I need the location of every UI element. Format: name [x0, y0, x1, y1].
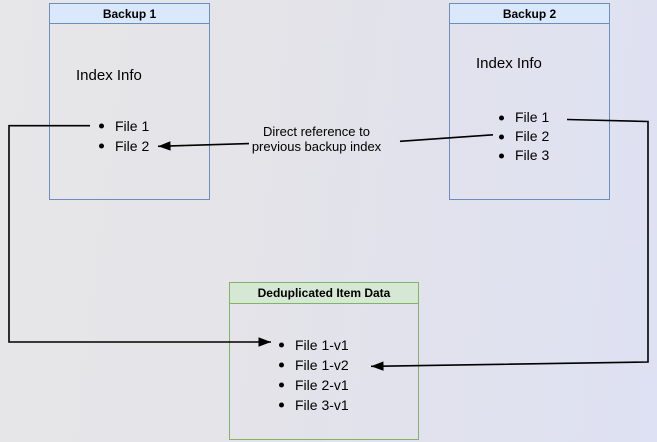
backup2-file-list: File 1 File 2 File 3 — [499, 108, 549, 165]
list-item: File 3-v1 — [279, 395, 349, 415]
backup1-title: Backup 1 — [50, 4, 209, 24]
list-item: File 2 — [499, 127, 549, 146]
backup2-node: Backup 2 Index Info File 1 File 2 File 3 — [449, 3, 610, 200]
list-item: File 1 — [99, 116, 149, 136]
direct-reference-label-line1: Direct reference to — [263, 124, 370, 139]
backup1-index-info-label: Index Info — [76, 67, 142, 84]
backup1-node: Backup 1 Index Info File 1 File 2 — [49, 3, 210, 200]
dedup-file-list: File 1-v1 File 1-v2 File 2-v1 File 3-v1 — [279, 335, 349, 415]
list-item: File 1 — [499, 108, 549, 127]
list-item: File 3 — [499, 146, 549, 165]
backup2-index-info-label: Index Info — [476, 55, 542, 72]
backup2-title: Backup 2 — [450, 4, 609, 24]
direct-reference-label-line2: previous backup index — [251, 138, 382, 154]
direct-reference-label: Direct reference to previous backup inde… — [234, 124, 399, 154]
list-item: File 1-v1 — [279, 335, 349, 355]
list-item: File 2 — [99, 136, 149, 156]
list-item: File 2-v1 — [279, 375, 349, 395]
dedup-title: Deduplicated Item Data — [230, 283, 418, 304]
list-item: File 1-v2 — [279, 355, 349, 375]
backup1-file-list: File 1 File 2 — [99, 116, 149, 156]
dedup-node: Deduplicated Item Data File 1-v1 File 1-… — [229, 282, 419, 440]
